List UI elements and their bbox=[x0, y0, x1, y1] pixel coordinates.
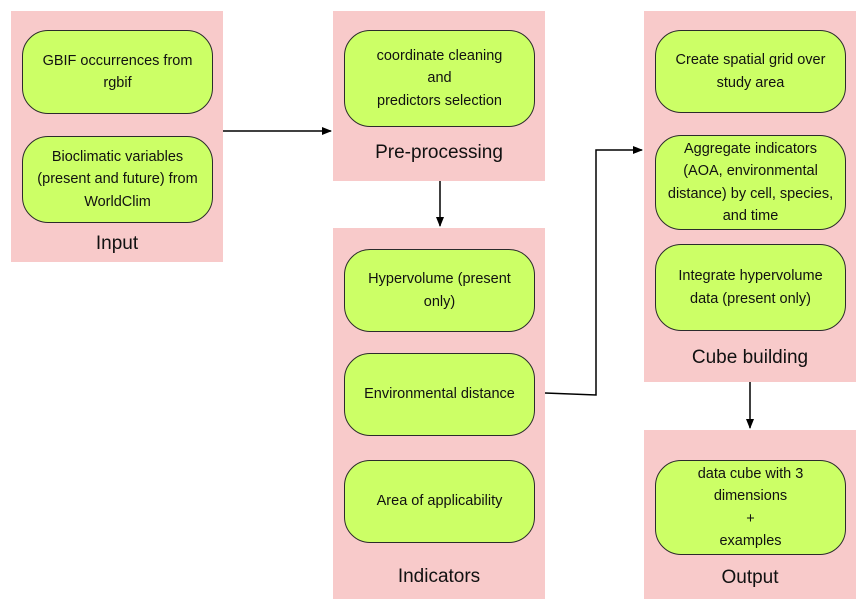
box-line: coordinate cleaning bbox=[376, 47, 503, 64]
cube-building-group: Create spatial grid over study area Aggr… bbox=[644, 11, 856, 382]
box-line: (AOA, environmental bbox=[683, 163, 818, 180]
box-line: only) bbox=[423, 293, 456, 310]
input-group: GBIF occurrences from rgbif Bioclimatic … bbox=[11, 11, 223, 262]
box-line: data cube with 3 bbox=[697, 465, 804, 482]
preprocessing-title: Pre-processing bbox=[375, 142, 503, 163]
box-line: dimensions bbox=[713, 488, 788, 505]
preprocessing-group: coordinate cleaning and predictors selec… bbox=[333, 11, 545, 181]
bioclimatic-variables-box: Bioclimatic variables (present and futur… bbox=[22, 136, 213, 223]
box-line: Integrate hypervolume bbox=[678, 268, 823, 285]
box-line: examples bbox=[719, 532, 782, 549]
box-line: GBIF occurrences from bbox=[42, 52, 193, 69]
box-line: Bioclimatic variables bbox=[51, 148, 184, 165]
box-line: and bbox=[427, 70, 452, 87]
arrow-indicators-to-cube bbox=[544, 146, 643, 396]
box-line: and time bbox=[722, 207, 779, 224]
output-title: Output bbox=[721, 567, 779, 588]
area-of-applicability-box: Area of applicability bbox=[344, 460, 535, 543]
box-line: (present and future) from bbox=[37, 171, 198, 188]
box-line: WorldClim bbox=[84, 193, 151, 210]
output-group: data cube with 3 dimensions + examples O… bbox=[644, 430, 856, 599]
box-line: study area bbox=[716, 74, 785, 91]
gbif-occurrences-box: GBIF occurrences from rgbif bbox=[22, 30, 213, 114]
integrate-hypervolume-box: Integrate hypervolume data (present only… bbox=[655, 244, 846, 331]
box-line: Environmental distance bbox=[364, 386, 515, 403]
data-cube-box: data cube with 3 dimensions + examples bbox=[655, 460, 846, 555]
spatial-grid-box: Create spatial grid over study area bbox=[655, 30, 846, 113]
indicators-group: Hypervolume (present only) Environmental… bbox=[333, 228, 545, 599]
box-line: Aggregate indicators bbox=[684, 140, 817, 157]
box-line: rgbif bbox=[103, 75, 132, 91]
hypervolume-box: Hypervolume (present only) bbox=[344, 249, 535, 332]
coordinate-cleaning-box: coordinate cleaning and predictors selec… bbox=[344, 30, 535, 127]
box-line: Create spatial grid over bbox=[675, 52, 826, 69]
box-line: distance) by cell, species, bbox=[667, 185, 834, 202]
box-line: data (present only) bbox=[690, 290, 811, 307]
box-line: Hypervolume (present bbox=[368, 271, 511, 288]
input-title: Input bbox=[95, 233, 139, 254]
box-line: predictors selection bbox=[377, 92, 502, 109]
cube-building-title: Cube building bbox=[691, 347, 809, 368]
box-line: Area of applicability bbox=[376, 493, 503, 510]
box-line: + bbox=[746, 510, 755, 527]
aggregate-indicators-box: Aggregate indicators (AOA, environmental… bbox=[655, 135, 846, 230]
environmental-distance-box: Environmental distance bbox=[344, 353, 535, 436]
indicators-title: Indicators bbox=[397, 566, 481, 587]
